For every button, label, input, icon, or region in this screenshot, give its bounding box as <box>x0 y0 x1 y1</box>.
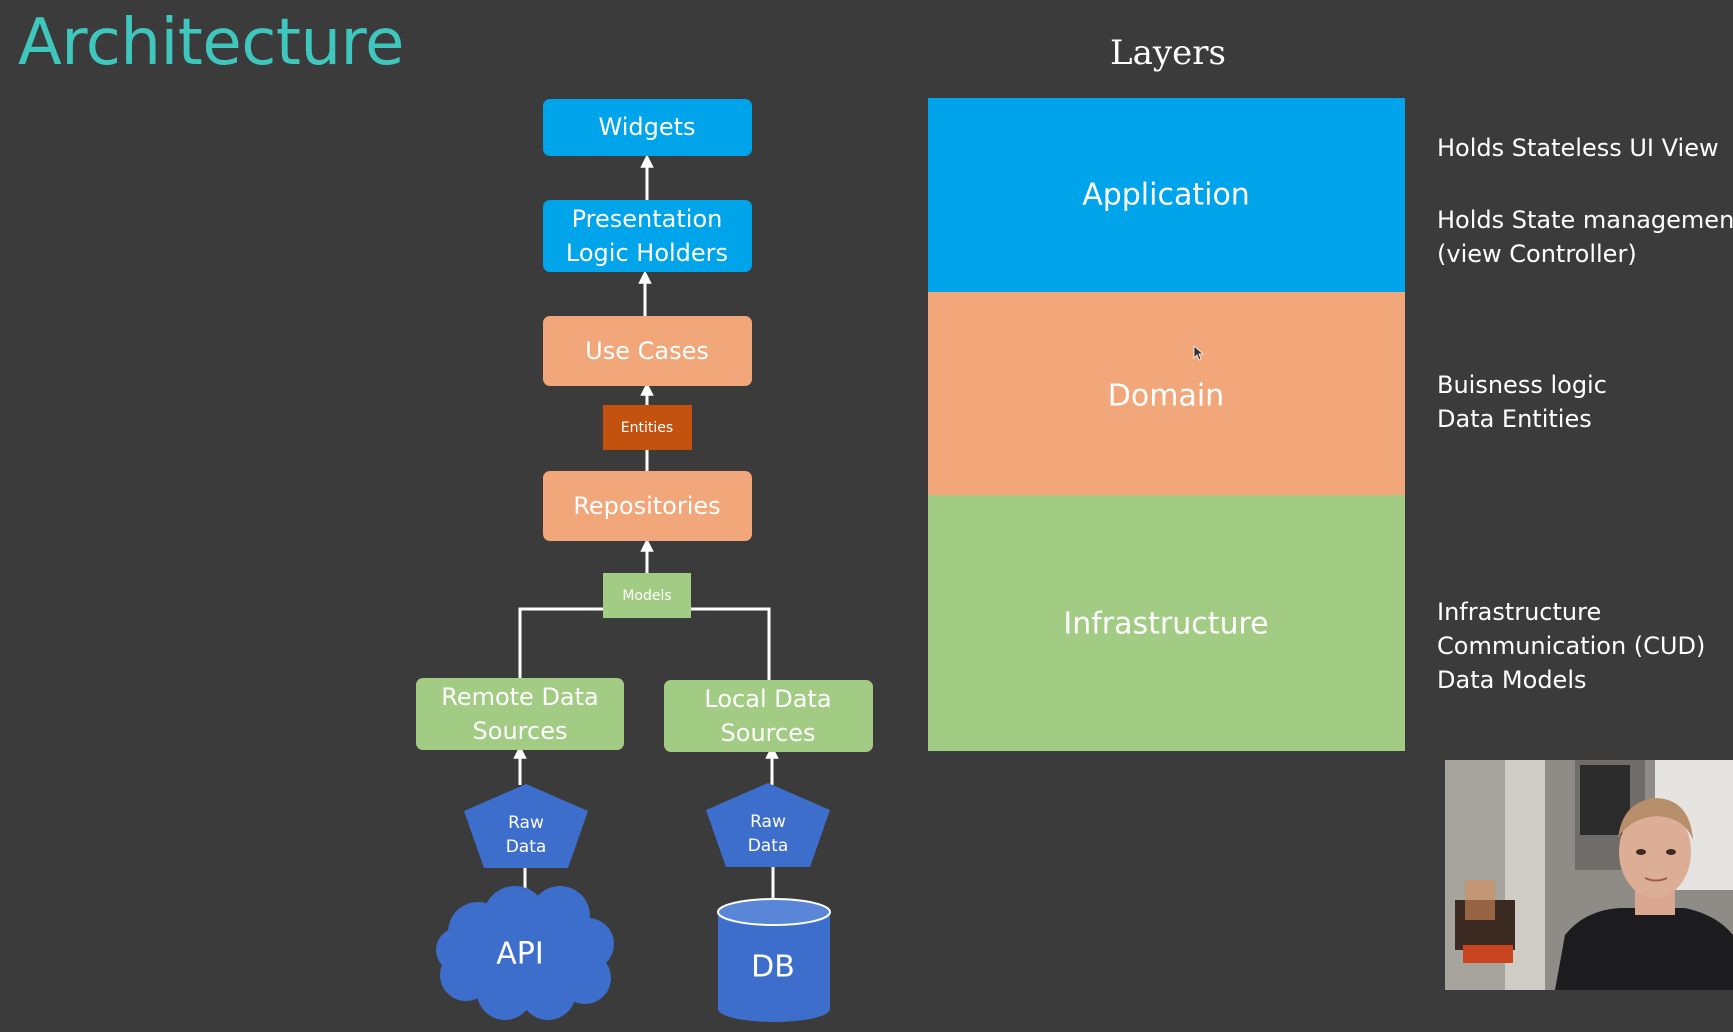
raw-data-left-line2: Data <box>506 837 547 857</box>
use-cases-label: Use Cases <box>585 337 709 365</box>
infrastructure-desc-line3: Data Models <box>1437 666 1587 694</box>
infrastructure-desc-line2: Communication (CUD) <box>1437 632 1706 660</box>
widgets-box: Widgets <box>543 99 752 156</box>
api-cloud-icon: API <box>436 886 614 1020</box>
api-label: API <box>496 937 543 972</box>
layer-application: Application <box>928 98 1405 292</box>
models-box: Models <box>603 573 691 618</box>
application-desc-line1: Holds Stateless UI View <box>1437 134 1719 162</box>
raw-data-right-line1: Raw <box>750 812 786 832</box>
line-models-to-local <box>691 607 771 680</box>
use-cases-box: Use Cases <box>543 316 752 386</box>
layer-domain-label: Domain <box>1108 379 1224 414</box>
raw-data-left-line1: Raw <box>508 813 544 833</box>
raw-data-right-shape: Raw Data <box>706 783 830 867</box>
presentation-label-line2: Logic Holders <box>566 239 728 267</box>
db-label: DB <box>751 950 795 985</box>
widgets-label: Widgets <box>598 113 695 141</box>
presenter-webcam <box>1445 760 1733 990</box>
presentation-logic-holders-box: Presentation Logic Holders <box>543 200 752 272</box>
layer-application-label: Application <box>1082 178 1250 213</box>
entities-box: Entities <box>603 405 692 450</box>
remote-sources-label-line2: Sources <box>473 717 568 745</box>
layer-domain: Domain <box>928 292 1405 495</box>
presentation-label-line1: Presentation <box>572 205 723 233</box>
raw-data-left-shape: Raw Data <box>464 784 588 868</box>
local-sources-label-line1: Local Data <box>704 685 831 713</box>
slide-title: Architecture <box>18 6 404 80</box>
domain-desc-line2: Data Entities <box>1437 405 1592 433</box>
remote-sources-label-line1: Remote Data <box>441 683 599 711</box>
line-models-to-remote <box>518 607 603 678</box>
application-desc-line2: Holds State management <box>1437 206 1733 234</box>
db-cylinder-icon: DB <box>717 898 831 1022</box>
local-sources-label-line2: Sources <box>721 719 816 747</box>
domain-description: Buisness logic Data Entities <box>1437 368 1607 436</box>
infrastructure-desc-line1: Infrastructure <box>1437 598 1602 626</box>
application-description: Holds Stateless UI View Holds State mana… <box>1437 131 1733 271</box>
raw-data-right-line2: Data <box>748 836 789 856</box>
layer-infrastructure: Infrastructure <box>928 495 1405 751</box>
layer-infrastructure-label: Infrastructure <box>1063 607 1268 642</box>
presenter-webcam-image <box>1445 760 1733 990</box>
infrastructure-description: Infrastructure Communication (CUD) Data … <box>1437 595 1705 697</box>
local-data-sources-box: Local Data Sources <box>664 680 873 752</box>
repositories-label: Repositories <box>573 492 720 520</box>
models-label: Models <box>622 588 671 604</box>
remote-data-sources-box: Remote Data Sources <box>416 678 624 750</box>
application-desc-line3: (view Controller) <box>1437 240 1637 268</box>
domain-desc-line1: Buisness logic <box>1437 371 1607 399</box>
entities-label: Entities <box>621 420 673 436</box>
mouse-cursor-icon <box>1193 345 1205 361</box>
repositories-box: Repositories <box>543 471 752 541</box>
layers-title: Layers <box>1110 33 1226 73</box>
